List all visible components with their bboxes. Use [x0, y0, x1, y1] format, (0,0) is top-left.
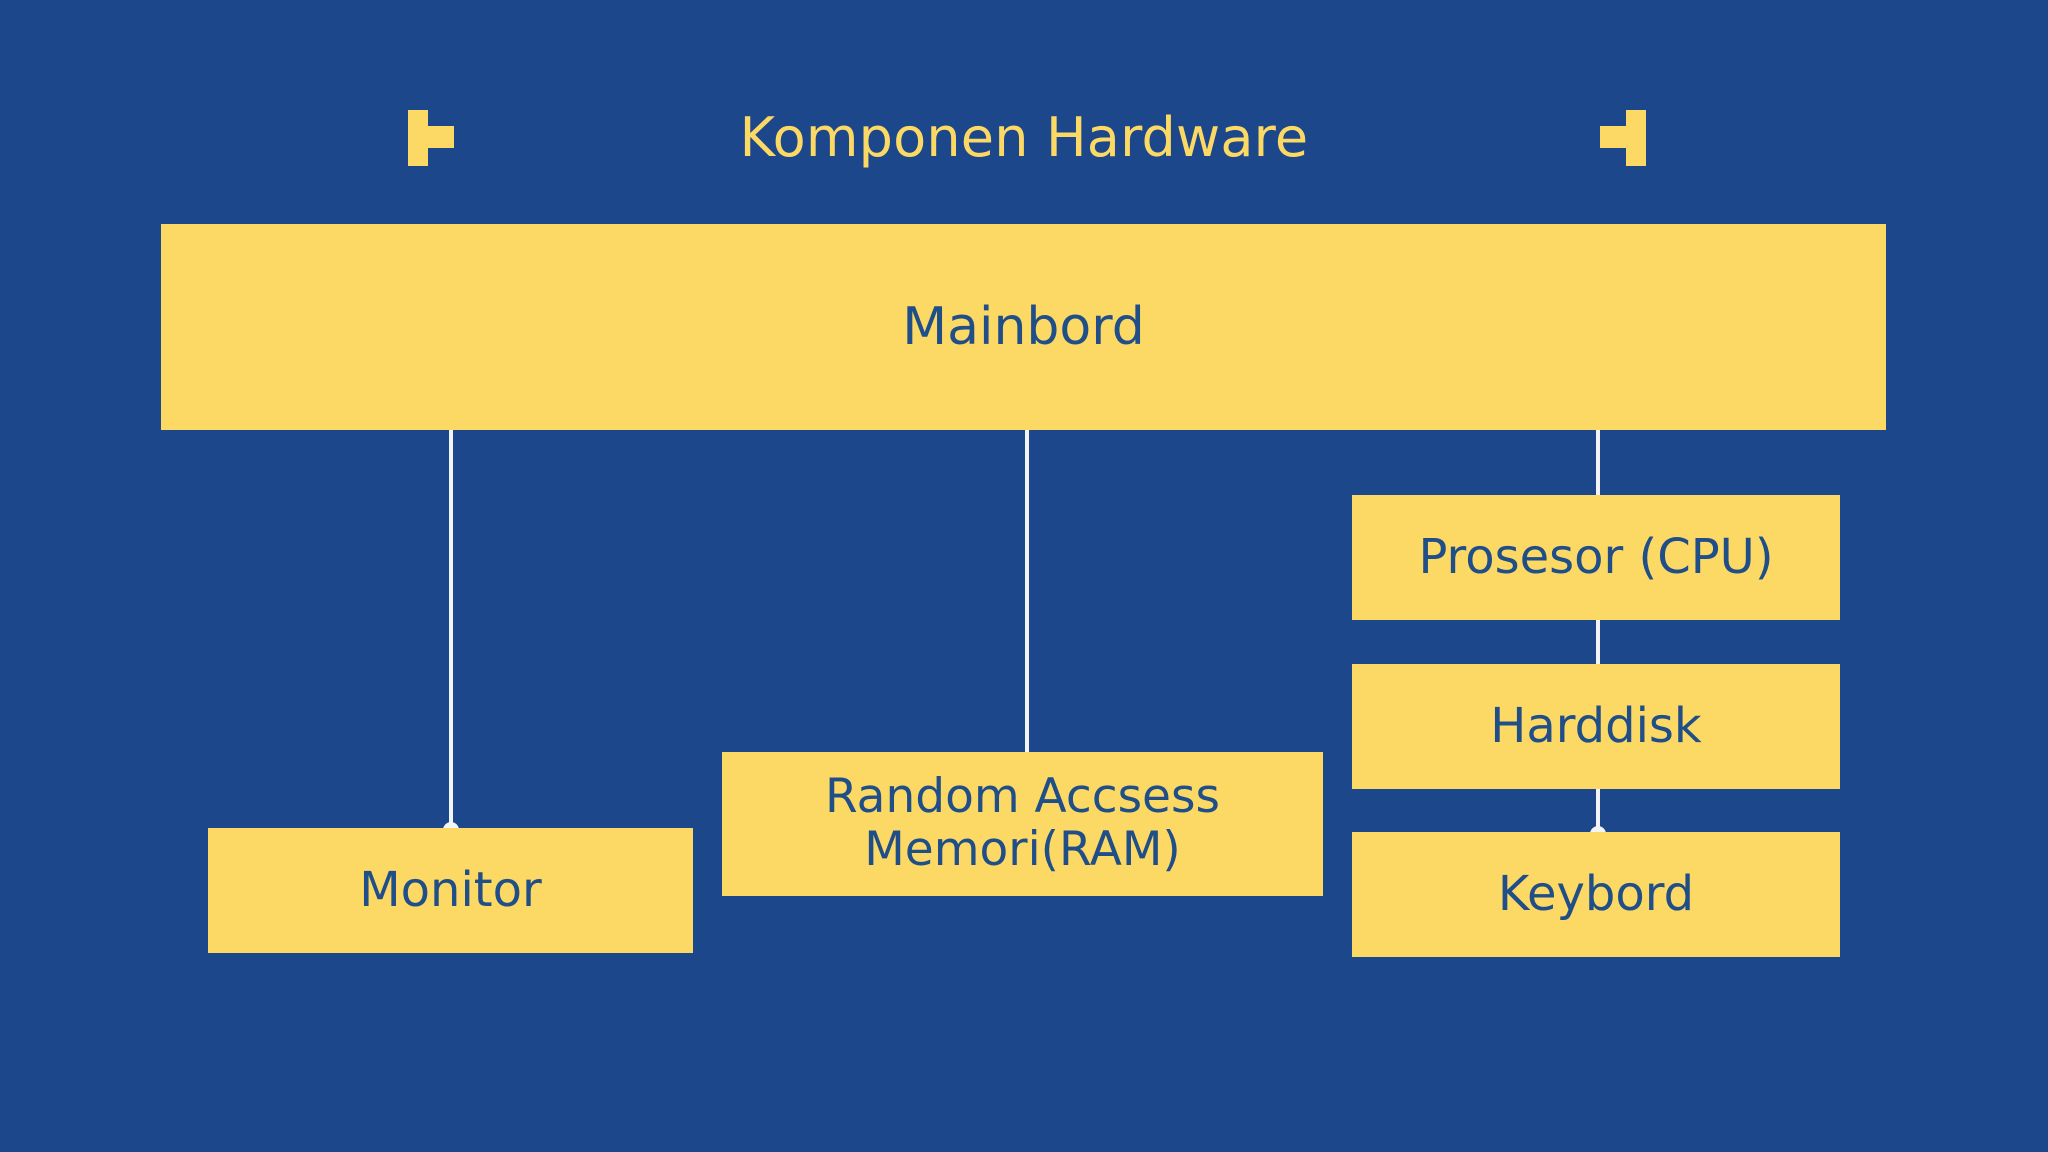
- slide-title: Komponen Hardware: [739, 106, 1309, 169]
- bracket-arm: [1600, 126, 1626, 148]
- bracket-stem: [408, 110, 428, 166]
- node-mainbord[interactable]: Mainbord: [161, 224, 1886, 430]
- node-ram-label: Random Accsess Memori(RAM): [825, 771, 1220, 876]
- node-keybord[interactable]: Keybord: [1352, 832, 1840, 957]
- node-ram[interactable]: Random Accsess Memori(RAM): [722, 752, 1323, 896]
- left-bracket-ornament-icon: [408, 110, 454, 166]
- connector-mainbord-to-ram: [1025, 430, 1029, 754]
- node-keybord-label: Keybord: [1497, 865, 1695, 922]
- node-harddisk[interactable]: Harddisk: [1352, 664, 1840, 789]
- node-monitor-label: Monitor: [359, 861, 542, 918]
- connector-mainbord-to-monitor: [449, 430, 453, 830]
- node-prosesor-cpu[interactable]: Prosesor (CPU): [1352, 495, 1840, 620]
- node-harddisk-label: Harddisk: [1490, 697, 1702, 754]
- node-mainbord-label: Mainbord: [902, 296, 1145, 357]
- connector-mainbord-to-right-column: [1596, 430, 1600, 834]
- node-prosesor-cpu-label: Prosesor (CPU): [1418, 528, 1774, 585]
- right-bracket-ornament-icon: [1600, 110, 1646, 166]
- bracket-arm: [428, 126, 454, 148]
- node-ram-label-line1: Random Accsess: [825, 769, 1220, 825]
- node-ram-label-line2: Memori(RAM): [864, 822, 1181, 877]
- node-monitor[interactable]: Monitor: [208, 828, 693, 953]
- bracket-stem: [1626, 110, 1646, 166]
